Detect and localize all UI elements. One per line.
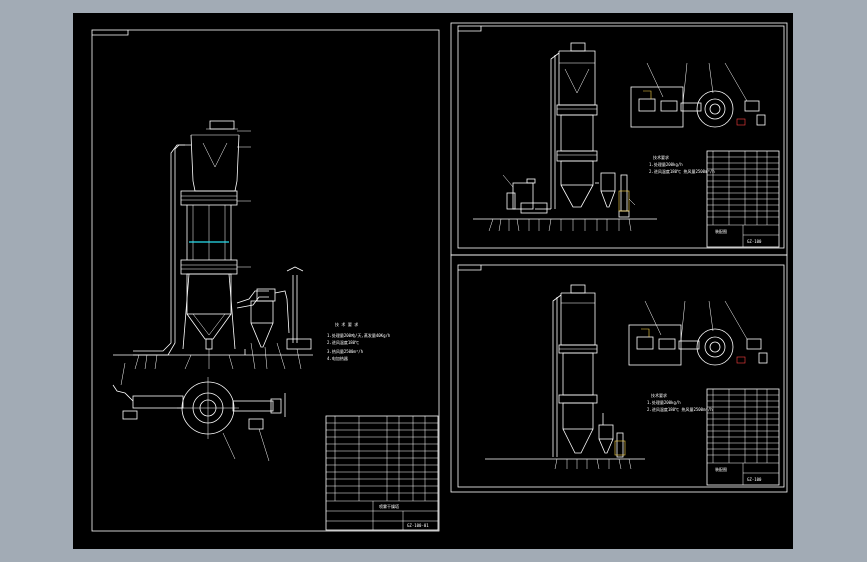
main-note-4: 4.电加热器	[327, 355, 348, 361]
main-tower	[133, 120, 269, 356]
main-table-title: 喷雾干燥塔	[379, 503, 399, 509]
tr-note-2: 2.进风温度180℃ 热风量2500m³/h	[649, 168, 715, 174]
br-note-1: 1.处理量200kg/h	[647, 399, 681, 405]
tr-table-code: GZ-100	[747, 239, 762, 244]
main-frame-tag	[92, 30, 129, 36]
br-frame	[457, 264, 785, 488]
tr-frame-tag	[458, 26, 482, 32]
bottom-right-panel: 技术要求 1.处理量200kg/h 2.进风温度180℃ 热风量2500m³/h…	[450, 254, 788, 493]
main-note-3: 3.热风量2500m³/h	[327, 348, 364, 354]
main-title-block: 喷雾干燥塔 GZ-100-01	[325, 415, 439, 531]
br-table-code: GZ-100	[747, 477, 762, 482]
main-panel: 技 术 要 求 1.处理量200吨/天,蒸发量40Kg/h 2.进风温度180℃…	[91, 29, 440, 532]
tr-leaders	[488, 174, 636, 232]
main-note-1: 1.处理量200吨/天,蒸发量40Kg/h	[327, 332, 391, 338]
br-frame-tag	[458, 265, 482, 271]
tr-note-1: 1.处理量200kg/h	[649, 161, 683, 167]
main-notes: 技 术 要 求 1.处理量200吨/天,蒸发量40Kg/h 2.进风温度180℃…	[327, 321, 391, 361]
br-notes: 技术要求 1.处理量200kg/h 2.进风温度180℃ 热风量2500m³/h	[647, 392, 713, 412]
main-plan-view	[112, 362, 286, 462]
drawing-svg: 技 术 要 求 1.处理量200吨/天,蒸发量40Kg/h 2.进风温度180℃…	[91, 22, 788, 532]
br-tower	[552, 284, 598, 457]
br-note-2: 2.进风温度180℃ 热风量2500m³/h	[647, 406, 713, 412]
tr-left-equipment	[506, 178, 551, 214]
main-cyclone	[244, 266, 312, 355]
br-cyclone	[598, 413, 626, 458]
main-note-title: 技 术 要 求	[335, 321, 358, 327]
tr-notes: 技术要求 1.处理量200kg/h 2.进风温度180℃ 热风量2500m³/h	[649, 154, 715, 174]
br-plan-view	[628, 300, 768, 366]
tr-table-title: 装配图	[715, 228, 727, 234]
br-title-block: 装配图 GZ-100	[706, 388, 780, 486]
br-leaders	[554, 458, 632, 470]
br-frame-outer	[450, 254, 788, 493]
tr-note-title: 技术要求	[653, 154, 669, 160]
br-note-title: 技术要求	[651, 392, 667, 398]
main-frame	[91, 29, 440, 532]
tr-frame	[457, 25, 785, 249]
main-note-2: 2.进风温度180℃	[327, 339, 359, 345]
tr-title-block: 装配图 GZ-100	[706, 150, 780, 248]
top-right-panel: 技术要求 1.处理量200kg/h 2.进风温度180℃ 热风量2500m³/h…	[450, 22, 788, 256]
main-table-code: GZ-100-01	[407, 523, 429, 528]
br-table-title: 装配图	[715, 466, 727, 472]
tr-plan-view	[630, 62, 766, 128]
tr-tower	[550, 42, 598, 209]
drawing-sheet: 技 术 要 求 1.处理量200吨/天,蒸发量40Kg/h 2.进风温度180℃…	[73, 13, 793, 549]
main-leaders	[134, 342, 302, 370]
tr-cyclone	[595, 172, 630, 218]
